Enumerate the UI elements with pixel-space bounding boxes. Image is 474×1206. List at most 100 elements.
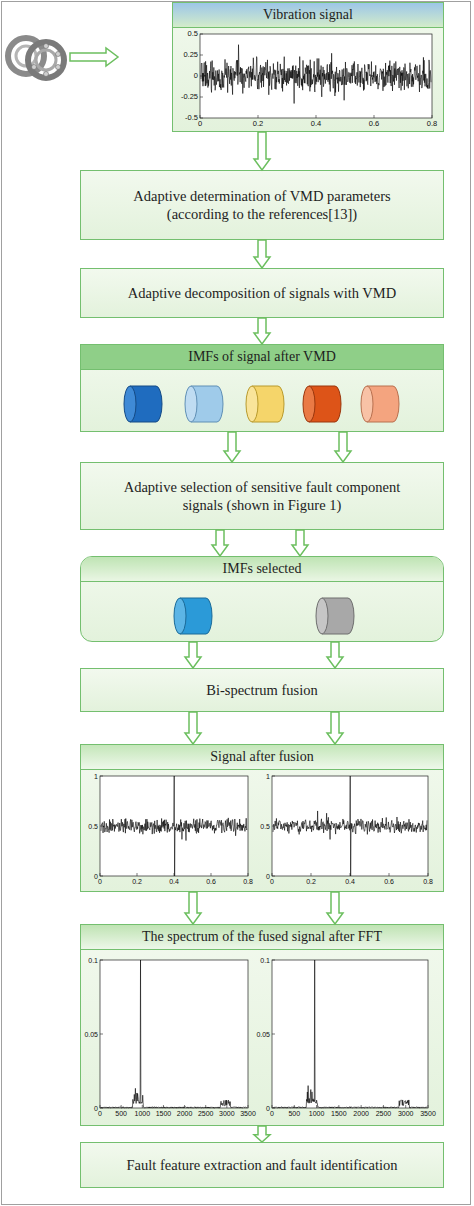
axis-tick [137, 873, 138, 876]
axis-tick [163, 1105, 164, 1108]
axis-tick [248, 873, 249, 876]
box-label: Bi-spectrum fusion [206, 681, 318, 699]
axis-tick [100, 876, 103, 877]
signal-trace [273, 960, 427, 1108]
process-box: Bi-spectrum fusion [80, 668, 444, 712]
arrow-shape [335, 432, 351, 462]
flow-arrow [185, 892, 201, 924]
axis-tick [338, 1105, 339, 1108]
axis-tick [142, 1105, 143, 1108]
axis-tick [200, 55, 203, 56]
axis-tick [258, 115, 259, 118]
axis-tick [100, 1105, 101, 1108]
arrow-shape [327, 892, 343, 924]
axis-tick [272, 1108, 275, 1109]
flow-arrow [224, 432, 240, 462]
flow-arrow [327, 892, 343, 924]
axis-tick [200, 34, 203, 35]
titled-panel: Vibration signal [172, 2, 444, 132]
signal-traces [100, 34, 432, 1108]
imf-cylinders [124, 386, 399, 634]
process-box: Fault feature extraction and fault ident… [80, 1142, 444, 1188]
axis-tick [389, 873, 390, 876]
axis-tick [200, 118, 203, 119]
box-label: Adaptive decomposition of signals with V… [128, 284, 396, 302]
flow-arrow [212, 530, 228, 556]
axis-tick [272, 876, 275, 877]
axis-tick [100, 776, 103, 777]
axis-tick [200, 97, 203, 98]
axis-tick [200, 76, 203, 77]
plot-frames [100, 34, 432, 1108]
axis-tick [383, 1105, 384, 1108]
arrow-shape [185, 712, 201, 744]
axis-tick [272, 1034, 275, 1035]
flow-arrow [185, 642, 201, 668]
axis-tick [294, 1105, 295, 1108]
flow-arrow [292, 530, 308, 556]
panel-heading: Signal after fusion [81, 745, 443, 770]
box-label: Adaptive selection of sensitive fault co… [111, 478, 413, 514]
axis-tick [184, 1105, 185, 1108]
axis-tick [272, 1105, 273, 1108]
axis-tick [361, 1105, 362, 1108]
process-box: Adaptive selection of sensitive fault co… [80, 462, 444, 530]
axis-tick [100, 826, 103, 827]
process-box: Adaptive decomposition of signals with V… [80, 268, 444, 318]
process-box: Adaptive determination of VMD parameters… [80, 170, 444, 240]
axis-tick [248, 1105, 249, 1108]
axis-tick [350, 873, 351, 876]
axis-tick [100, 1108, 103, 1109]
axis-tick [272, 776, 275, 777]
axis-tick [211, 873, 212, 876]
arrow-shape [292, 530, 308, 556]
bearing-icon [8, 38, 64, 78]
axis-tick [374, 115, 375, 118]
box-label: Fault feature extraction and fault ident… [127, 1156, 398, 1174]
titled-panel: The spectrum of the fused signal after F… [80, 924, 444, 1126]
flow-arrow [327, 642, 343, 668]
axis-tick [316, 115, 317, 118]
flow-arrow [254, 318, 270, 344]
axis-tick [405, 1105, 406, 1108]
arrow-shape [254, 132, 270, 170]
arrow-shape [327, 642, 343, 668]
flow-arrow [254, 240, 270, 268]
panel-heading: IMFs of signal after VMD [81, 345, 443, 370]
panel-heading: IMFs selected [81, 557, 443, 582]
arrow-shape [327, 712, 343, 744]
input-arrow [70, 48, 118, 66]
axis-tick [428, 873, 429, 876]
axis-tick [272, 873, 273, 876]
titled-panel: Signal after fusion [80, 744, 444, 892]
titled-panel: IMFs of signal after VMD [80, 344, 444, 432]
arrow-shape [185, 892, 201, 924]
axis-tick [432, 115, 433, 118]
axis-tick [121, 1105, 122, 1108]
flow-arrow [185, 712, 201, 744]
axis-tick [100, 873, 101, 876]
arrow-shape [254, 1126, 270, 1142]
arrow-shape [185, 642, 201, 668]
axis-tick [174, 873, 175, 876]
axis-tick [100, 960, 103, 961]
axis-tick [200, 115, 201, 118]
axis-tick [316, 1105, 317, 1108]
axis-tick [272, 826, 275, 827]
flow-arrow [335, 432, 351, 462]
axis-tick [311, 873, 312, 876]
panel-heading: Vibration signal [173, 3, 443, 28]
flow-arrow [254, 132, 270, 170]
arrow-shape [254, 240, 270, 268]
axis-tick [205, 1105, 206, 1108]
arrow-shape [254, 318, 270, 344]
signal-trace [101, 960, 247, 1108]
arrow-shape [224, 432, 240, 462]
flow-arrow [327, 712, 343, 744]
titled-panel: IMFs selected [80, 556, 444, 642]
axis-tick [100, 1034, 103, 1035]
panel-heading: The spectrum of the fused signal after F… [81, 925, 443, 950]
